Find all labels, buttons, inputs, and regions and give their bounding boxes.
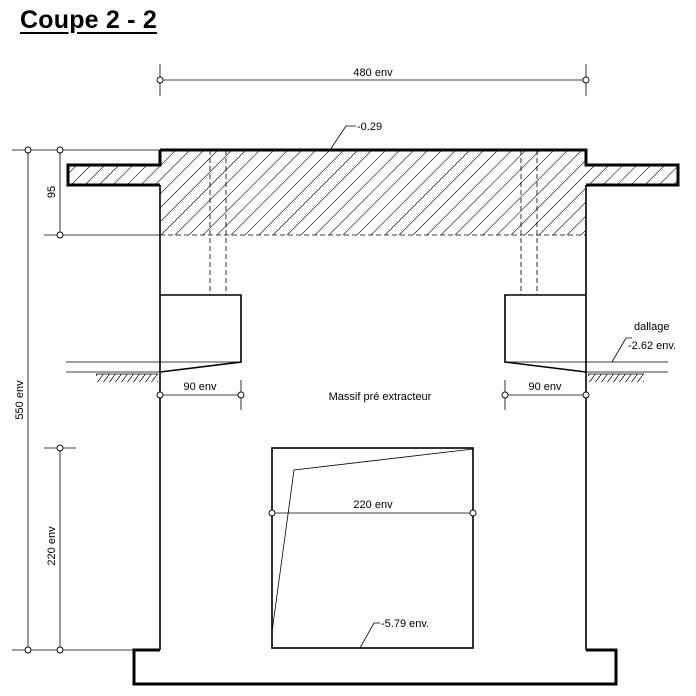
hatch-line — [589, 150, 678, 235]
hatch-line — [169, 150, 266, 235]
hatch-line — [688, 145, 696, 240]
left-ledge — [66, 294, 242, 373]
slab-outline-left — [66, 150, 162, 187]
right-ledge — [504, 294, 668, 373]
bottom-level-marker: -5.79 env. — [359, 618, 429, 649]
hatch-line — [211, 150, 308, 235]
hatch-line — [631, 150, 678, 235]
opening-width-dimension: 220 env — [268, 499, 477, 517]
hatch-line — [68, 150, 70, 235]
dallage-label: dallage — [634, 321, 669, 333]
hatch-line — [365, 150, 462, 235]
top-level-label: -0.29 — [357, 121, 382, 133]
top-width-label: 480 env — [353, 67, 393, 79]
hatch-line — [645, 150, 678, 235]
hatch-line — [421, 150, 518, 235]
main-walls — [132, 185, 618, 686]
hatch-line — [449, 150, 546, 235]
hatch-line — [197, 150, 294, 235]
hatch-line — [547, 150, 644, 235]
hatch-line — [477, 150, 574, 235]
hatch-line — [379, 150, 476, 235]
slab-thickness-label: 95 — [46, 186, 58, 198]
hatch-line — [337, 150, 434, 235]
hatch-line — [673, 150, 678, 235]
lower-height-dimension: 220 env — [44, 444, 76, 654]
hatch-line — [267, 150, 364, 235]
hatch-line — [183, 150, 280, 235]
hatch-line — [127, 150, 224, 235]
total-height-dimension: 550 env — [12, 146, 160, 654]
hatch-line — [603, 150, 678, 235]
hatch-line — [71, 150, 168, 235]
hatch-line — [519, 150, 616, 235]
dashed-columns — [209, 150, 538, 295]
hatch-line — [141, 150, 238, 235]
hatch-line — [68, 150, 126, 235]
hatch-line — [68, 150, 112, 235]
slab-thickness-dimension: 95 — [44, 146, 160, 239]
opening-width-label: 220 env — [353, 499, 393, 511]
bottom-level-label: -5.79 env. — [381, 618, 429, 630]
hatch-line — [351, 150, 448, 235]
hatch-line — [85, 150, 182, 235]
hatch-line — [463, 150, 560, 235]
slab-outline — [160, 148, 680, 187]
hatch-line — [617, 150, 678, 235]
hatch-line — [68, 150, 140, 235]
hatch-line — [68, 150, 154, 235]
hatch-line — [68, 150, 84, 235]
total-height-label: 550 env — [14, 380, 26, 420]
hatch-line — [295, 150, 392, 235]
dallage-level-label: -2.62 env. — [628, 340, 676, 352]
hatch-line — [225, 150, 322, 235]
hatch-line — [281, 150, 378, 235]
ground-hatch-left — [96, 374, 158, 382]
section-title: Coupe 2 - 2 — [20, 6, 157, 34]
hatch-line — [323, 150, 420, 235]
hatch-line — [407, 150, 504, 235]
left-ledge-dimension: 90 env — [156, 380, 245, 410]
hatch-line — [435, 150, 532, 235]
ground-hatch-right — [588, 374, 644, 382]
hatch-line — [491, 150, 588, 235]
top-width-dimension: 480 env — [156, 64, 590, 96]
top-level-marker: -0.29 — [329, 121, 382, 151]
hatch-line — [533, 150, 630, 235]
hatch-line — [99, 150, 196, 235]
lower-height-label: 220 env — [46, 526, 58, 566]
hatch-line — [659, 150, 678, 235]
opening-frame — [271, 447, 474, 649]
right-ledge-dimension: 90 env — [501, 380, 590, 410]
slab-hatching — [68, 145, 696, 240]
hatch-line — [253, 150, 350, 235]
left-ledge-label: 90 env — [183, 381, 217, 393]
hatch-line — [309, 150, 406, 235]
hatch-line — [561, 150, 658, 235]
hatch-line — [393, 150, 490, 235]
hatch-line — [239, 150, 336, 235]
dallage-marker: dallage -2.62 env. — [611, 321, 676, 363]
hatch-line — [575, 150, 672, 235]
room-label: Massif pré extracteur — [329, 391, 432, 403]
right-ledge-label: 90 env — [528, 381, 562, 393]
hatch-line — [155, 150, 252, 235]
